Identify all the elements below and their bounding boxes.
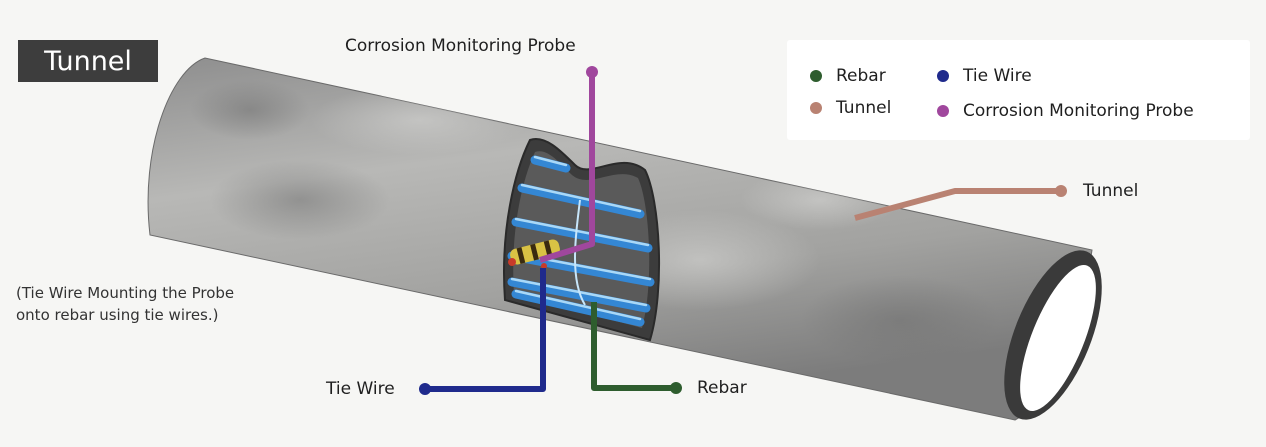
page-title: Tunnel [18, 40, 158, 82]
legend-swatch [810, 70, 822, 82]
legend-swatch [937, 105, 949, 117]
callout-rebar: Rebar [697, 378, 747, 398]
rebar-bars [507, 155, 655, 327]
callout-tunnel: Tunnel [1083, 181, 1139, 201]
tunnel-opening [1004, 250, 1102, 420]
legend-swatch [810, 102, 822, 114]
legend-swatch [937, 70, 949, 82]
leader-probe [539, 66, 598, 263]
legend-item-tunnel: Tunnel [810, 98, 891, 118]
legend-item-probe: Corrosion Monitoring Probe [937, 101, 1194, 121]
legend: Rebar Tie Wire Tunnel Corrosion Monitori… [787, 40, 1250, 140]
leader-tie-wire [419, 268, 546, 395]
legend-item-rebar: Rebar [810, 66, 886, 86]
callout-probe: Corrosion Monitoring Probe [345, 36, 576, 56]
legend-label: Tie Wire [963, 66, 1032, 86]
legend-label: Tunnel [836, 98, 892, 118]
leader-rebar [591, 302, 682, 394]
probe-body [508, 239, 560, 269]
legend-item-tie-wire: Tie Wire [937, 66, 1032, 86]
mounting-note-line2: onto rebar using tie wires.) [16, 306, 219, 324]
legend-label: Rebar [836, 66, 886, 86]
legend-label: Corrosion Monitoring Probe [963, 101, 1194, 121]
mounting-note: (Tie Wire Mounting the Probe onto rebar … [16, 282, 234, 326]
mounting-note-line1: (Tie Wire Mounting the Probe [16, 284, 235, 302]
leader-tunnel [854, 185, 1067, 221]
callout-tie-wire: Tie Wire [326, 379, 395, 399]
